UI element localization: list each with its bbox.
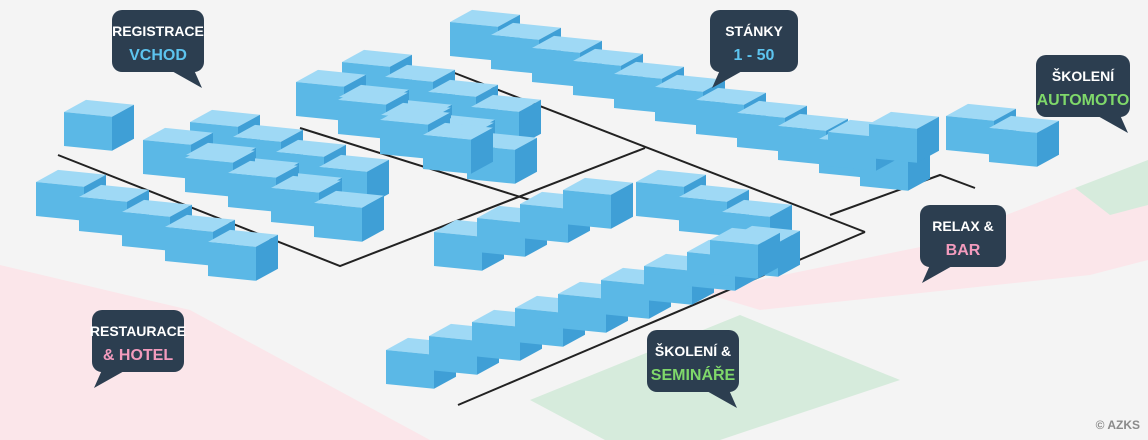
label-registrace-line2: VCHOD <box>129 47 187 64</box>
label-skoleni-seminare-line2: SEMINÁŘE <box>651 365 736 384</box>
walkway-inner <box>299 127 531 201</box>
zone-automoto <box>1075 160 1148 215</box>
label-skoleni-automoto: ŠKOLENÍ AUTOMOTO <box>1036 55 1130 133</box>
stand-cube[interactable] <box>208 229 278 281</box>
stand-cube[interactable] <box>946 103 1016 155</box>
stand-cube[interactable] <box>710 227 780 279</box>
stand-cube[interactable] <box>314 190 384 242</box>
label-registrace: REGISTRACE VCHOD <box>112 10 204 88</box>
stand-cube[interactable] <box>423 122 493 174</box>
stand-cube[interactable] <box>869 111 939 163</box>
label-relax-bar: RELAX & BAR <box>920 205 1006 283</box>
label-relax-bar-line1: RELAX & <box>932 218 993 234</box>
label-restaurace-hotel-line1: RESTAURACE <box>90 323 186 339</box>
label-relax-bar-line2: BAR <box>946 242 981 259</box>
stands-layer <box>36 9 1059 389</box>
walkway-left <box>57 147 646 268</box>
label-skoleni-seminare: ŠKOLENÍ & SEMINÁŘE <box>647 330 739 408</box>
labels-layer: REGISTRACE VCHOD STÁNKY 1 - 50 ŠKOLENÍ AUTOMO… <box>90 10 1130 408</box>
label-skoleni-seminare-line1: ŠKOLENÍ & <box>655 342 731 359</box>
stand-cube[interactable] <box>64 99 134 151</box>
zones-layer <box>0 160 1148 440</box>
label-restaurace-hotel: RESTAURACE & HOTEL <box>90 310 186 388</box>
label-stanky: STÁNKY 1 - 50 <box>710 10 798 88</box>
stand-cube[interactable] <box>563 177 633 229</box>
walkway-east <box>829 173 976 216</box>
stand-cube[interactable] <box>737 100 807 152</box>
label-stanky-line1: STÁNKY <box>725 23 783 39</box>
copyright-text: © AZKS <box>1095 418 1140 432</box>
label-stanky-line2: 1 - 50 <box>734 47 775 64</box>
zone-restaurant <box>0 265 430 440</box>
label-registrace-line1: REGISTRACE <box>112 23 204 39</box>
label-skoleni-automoto-line1: ŠKOLENÍ <box>1052 67 1115 84</box>
label-skoleni-automoto-line2: AUTOMOTO <box>1037 92 1130 109</box>
label-restaurace-hotel-line2: & HOTEL <box>103 347 173 364</box>
stand-cube[interactable] <box>989 115 1059 167</box>
